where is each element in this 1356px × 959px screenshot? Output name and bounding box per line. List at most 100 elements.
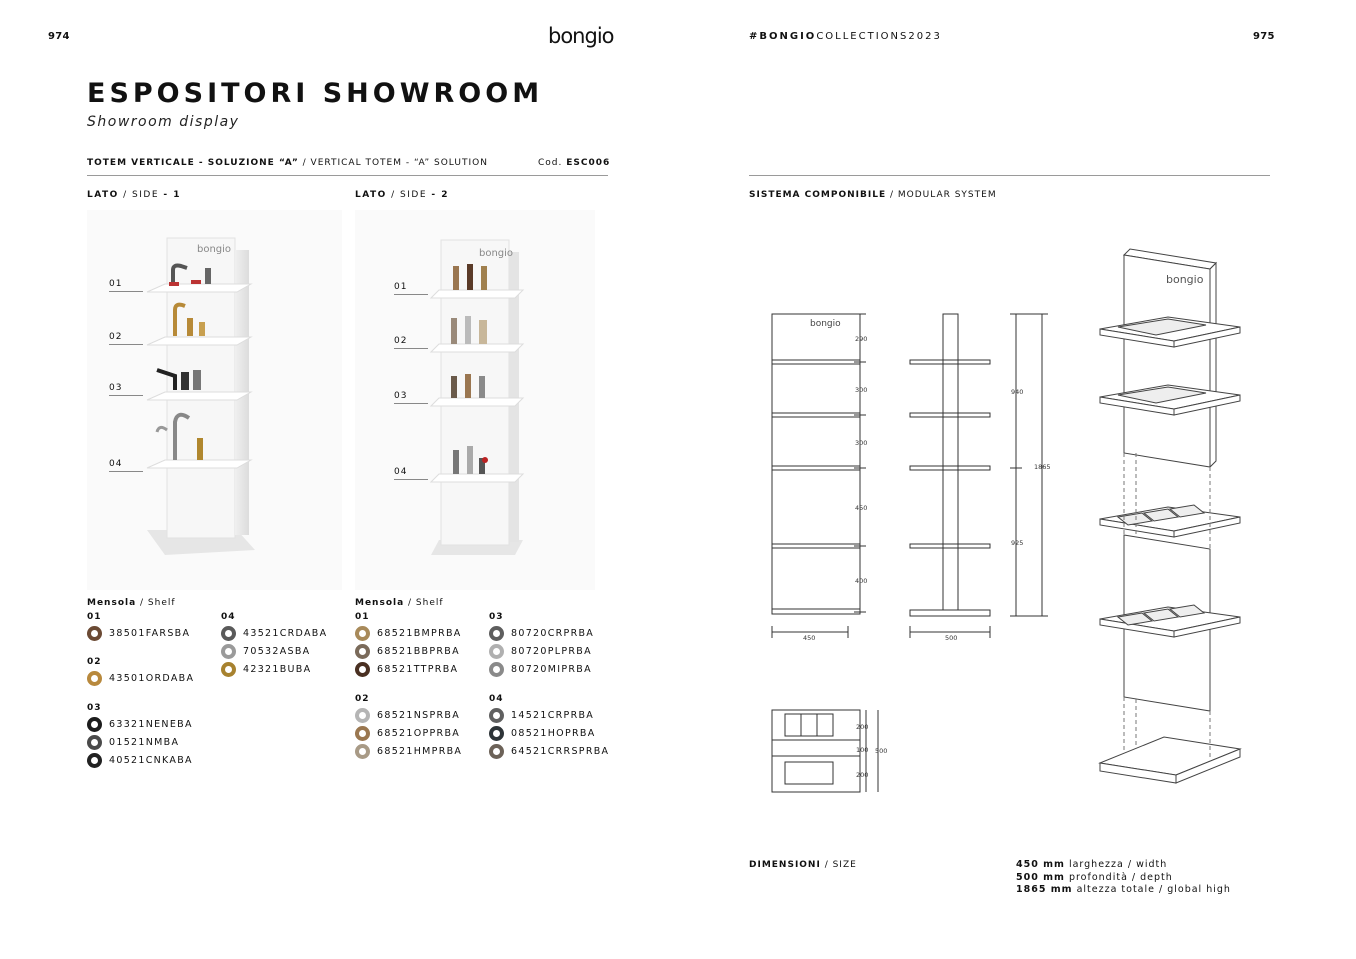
svg-text:bongio: bongio	[479, 248, 513, 259]
side-1-photo: bongio	[87, 210, 342, 590]
dimension-depth-en: / depth	[1127, 871, 1173, 883]
finish-swatch-icon	[489, 743, 504, 759]
finish-swatch-icon	[489, 661, 504, 677]
dim-front-3: 300	[855, 439, 867, 447]
callout-s2-04-line	[394, 479, 428, 480]
finish-swatch-icon	[355, 661, 370, 677]
shelf-group-label: 03	[489, 612, 504, 622]
callout-s1-03: 03	[109, 383, 143, 396]
side-2-shelf-title: Mensola / Shelf	[355, 598, 444, 608]
finish-swatch-icon	[355, 707, 370, 723]
side-1-shelf-title: Mensola / Shelf	[87, 598, 176, 608]
callout-s2-03-text: 03	[394, 391, 408, 401]
finish-code-row: 80720MIPRBA	[489, 660, 594, 678]
callout-s2-03-line	[394, 403, 428, 404]
dim-front-1: 290	[855, 335, 867, 343]
finish-code-row: 80720CRPRBA	[489, 624, 594, 642]
finish-code: 14521CRPRBA	[511, 709, 595, 721]
callout-s2-01-text: 01	[394, 282, 408, 292]
finish-swatch-icon	[355, 625, 370, 641]
finish-code-row: 70532ASBA	[221, 642, 327, 660]
faucet-set-2-icon	[451, 316, 487, 344]
dimension-width-en: / width	[1123, 859, 1168, 870]
dimensions-list: 450 mm larghezza / width 500 mm profondi…	[1016, 859, 1231, 897]
collection-tag: #BONGIOCOLLECTIONS2023	[749, 31, 942, 42]
finish-code: 68521TTPRBA	[377, 663, 459, 675]
side-1-num: - 1	[163, 190, 182, 200]
side-1-shelf-en: / Shelf	[136, 598, 176, 608]
product-code: Cod. ESC006	[538, 158, 610, 168]
page-subtitle: Showroom display	[87, 114, 240, 130]
finish-code-row: 80720PLPRBA	[489, 642, 594, 660]
finish-swatch-icon	[489, 625, 504, 641]
shelf-group-label: 03	[87, 703, 102, 713]
finish-code-row: 43501ORDABA	[87, 669, 194, 687]
side-2-group-01: 01 68521BMPRBA 68521BBPRBA 68521TTPRBA	[355, 612, 462, 678]
finish-swatch-icon	[221, 643, 236, 659]
product-code-label: Cod.	[538, 158, 567, 168]
dim-front-width: 450	[803, 634, 815, 642]
finish-code: 43501ORDABA	[109, 672, 195, 684]
finish-code: 68521BBPRBA	[377, 645, 460, 657]
side-2-lato: LATO	[355, 190, 387, 200]
finish-code-row: 64521CRRSPRBA	[489, 742, 609, 760]
dim-base-2: 100	[856, 746, 868, 754]
side-2-shelf-it: Mensola	[355, 598, 405, 608]
finish-code: 68521BMPRBA	[377, 627, 462, 639]
finish-code: 68521HMPRBA	[377, 745, 463, 757]
section-name-it: TOTEM VERTICALE - SOLUZIONE “A”	[87, 158, 299, 168]
section-name-en: VERTICAL TOTEM - “A” SOLUTION	[310, 158, 488, 168]
faucet-1-icon	[169, 263, 211, 286]
finish-code-row: 63321NENEBA	[87, 715, 193, 733]
modular-it: SISTEMA COMPONIBILE	[749, 190, 887, 200]
callout-s1-01-text: 01	[109, 279, 123, 289]
side-2-photo: bongio	[355, 210, 595, 590]
side-1-label: LATO / SIDE - 1	[87, 190, 181, 200]
finish-swatch-icon	[355, 643, 370, 659]
side-elevation-drawing: 940 925 1865 500	[909, 313, 1051, 642]
shelf-group-label: 01	[355, 612, 370, 622]
dim-base-3: 200	[856, 771, 868, 779]
isometric-exploded-drawing: bongio	[1098, 248, 1242, 784]
shelf-group-label: 04	[489, 694, 504, 704]
callout-s2-04: 04	[394, 467, 428, 480]
dim-side-upper: 940	[1011, 388, 1023, 396]
side-1-group-02: 02 43501ORDABA	[87, 657, 194, 687]
section-heading: TOTEM VERTICALE - SOLUZIONE “A” / VERTIC…	[87, 158, 488, 168]
dimension-width: 450 mm larghezza / width	[1016, 859, 1231, 872]
callout-s1-04: 04	[109, 459, 143, 472]
dimension-height-value: 1865 mm	[1016, 884, 1073, 895]
shelf-group-label: 02	[87, 657, 102, 667]
finish-swatch-icon	[489, 725, 504, 741]
callout-s2-04-text: 04	[394, 467, 408, 477]
totem-side-2-illustration: bongio	[429, 239, 525, 555]
finish-code-row: 68521TTPRBA	[355, 660, 462, 678]
faucet-4-icon	[155, 412, 203, 460]
finish-swatch-icon	[489, 707, 504, 723]
finish-code-row: 43521CRDABA	[221, 624, 327, 642]
side-2-num: - 2	[431, 190, 450, 200]
left-page-number: 974	[48, 31, 70, 42]
finish-swatch-icon	[221, 625, 236, 641]
front-elevation-drawing: bongio 290 300 300 450 400 450	[771, 313, 867, 642]
side-2-group-03: 03 80720CRPRBA 80720PLPRBA 80720MIPRBA	[489, 612, 594, 678]
dimension-height-it: altezza totale	[1072, 884, 1155, 895]
callout-s1-03-line	[109, 395, 143, 396]
section-rule	[87, 175, 608, 176]
dim-front-2: 300	[855, 386, 867, 394]
callout-s1-04-line	[109, 471, 143, 472]
shelf-group-label: 04	[221, 612, 236, 622]
faucet-set-4-icon	[453, 446, 488, 474]
finish-code-row: 68521OPPRBA	[355, 724, 462, 742]
side-1-sep: / SIDE	[118, 190, 164, 200]
finish-code: 80720PLPRBA	[511, 645, 592, 657]
faucet-set-1-icon	[453, 264, 487, 290]
finish-swatch-icon	[355, 743, 370, 759]
svg-text:bongio: bongio	[1166, 273, 1204, 286]
finish-code: 43521CRDABA	[243, 627, 328, 639]
dimension-depth-value: 500 mm	[1016, 871, 1065, 883]
finish-swatch-icon	[87, 716, 102, 732]
callout-s1-01: 01	[109, 279, 143, 292]
